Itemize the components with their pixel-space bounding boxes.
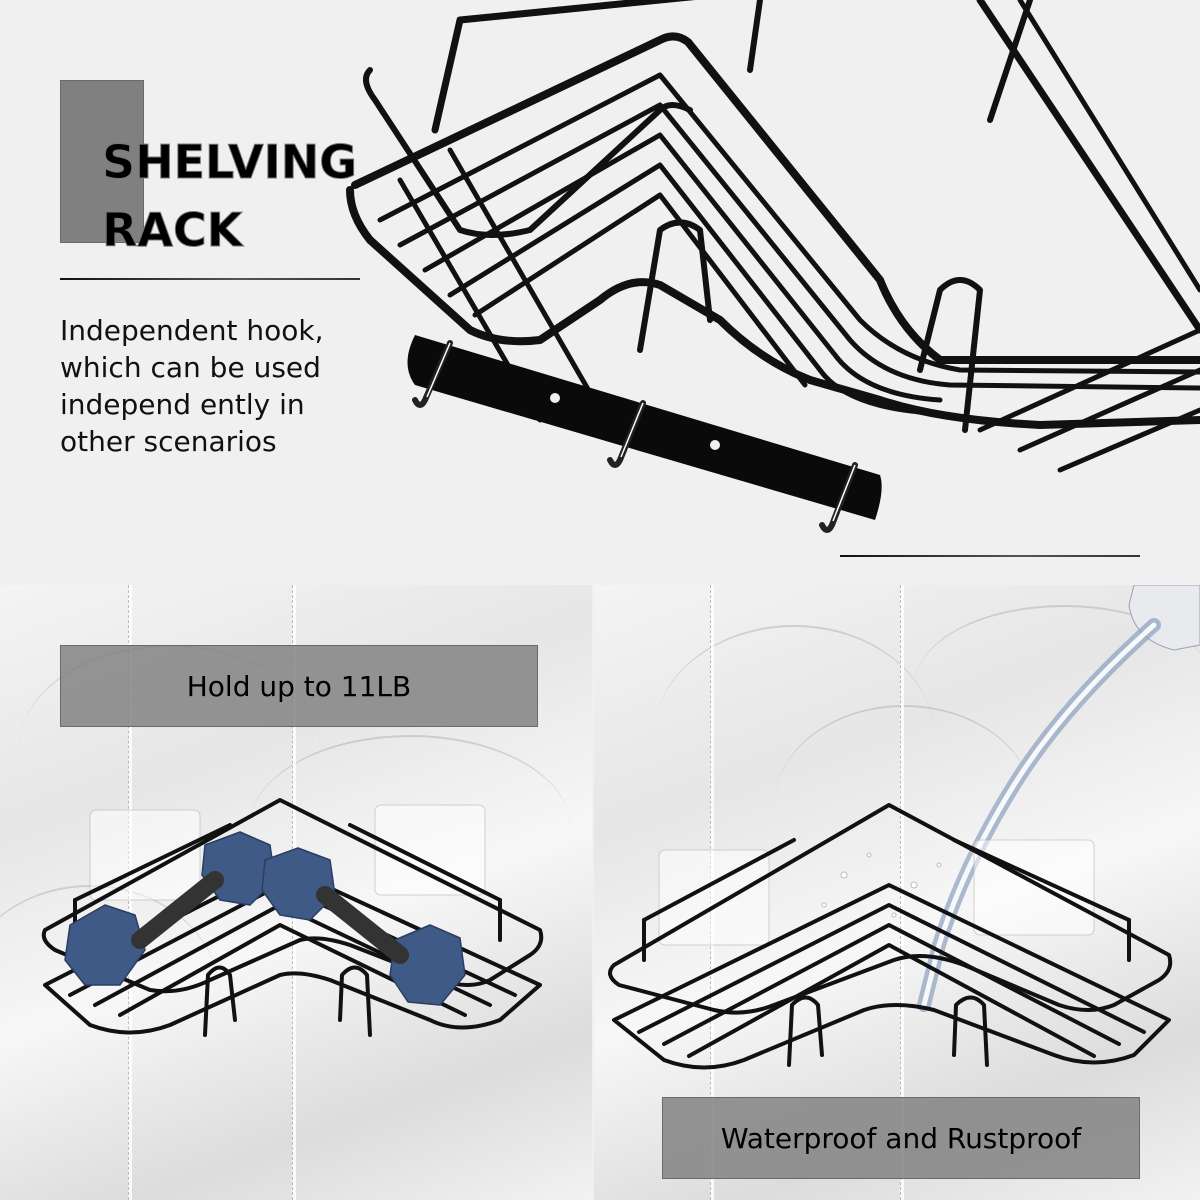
- title-accent-block: [60, 80, 144, 243]
- divider-left: [60, 278, 360, 280]
- description-line: independ ently in: [60, 388, 305, 421]
- description-line: other scenarios: [60, 425, 277, 458]
- waterproof-text: Waterproof and Rustproof: [720, 1121, 1082, 1155]
- page-title: SHELVING RACK: [102, 128, 358, 264]
- waterproof-label: Waterproof and Rustproof: [662, 1097, 1140, 1179]
- marble-vein: [654, 625, 934, 847]
- title-line-1: SHELVING: [102, 135, 358, 190]
- description-text: Independent hook, which can be used inde…: [60, 312, 370, 460]
- panel-load-capacity: Hold up to 11LB: [0, 585, 592, 1200]
- wire-basket-illustration: [346, 0, 1200, 473]
- marble-vein: [914, 605, 1200, 767]
- load-capacity-label: Hold up to 11LB: [60, 645, 538, 727]
- corner-rack-with-dumbbells: [41, 798, 544, 1037]
- marble-vein: [250, 735, 570, 917]
- load-capacity-text: Hold up to 11LB: [186, 669, 412, 703]
- marble-vein: [774, 705, 1034, 907]
- description-line: which can be used: [60, 351, 321, 384]
- hook-bar-illustration: [407, 335, 882, 533]
- panel-waterproof: Waterproof and Rustproof: [594, 585, 1200, 1200]
- corner-rack-with-water: [608, 585, 1200, 1070]
- top-section: SHELVING RACK Independent hook, which ca…: [0, 0, 1200, 585]
- title-line-2: RACK: [102, 203, 243, 258]
- divider-right: [840, 555, 1140, 557]
- description-line: Independent hook,: [60, 314, 324, 347]
